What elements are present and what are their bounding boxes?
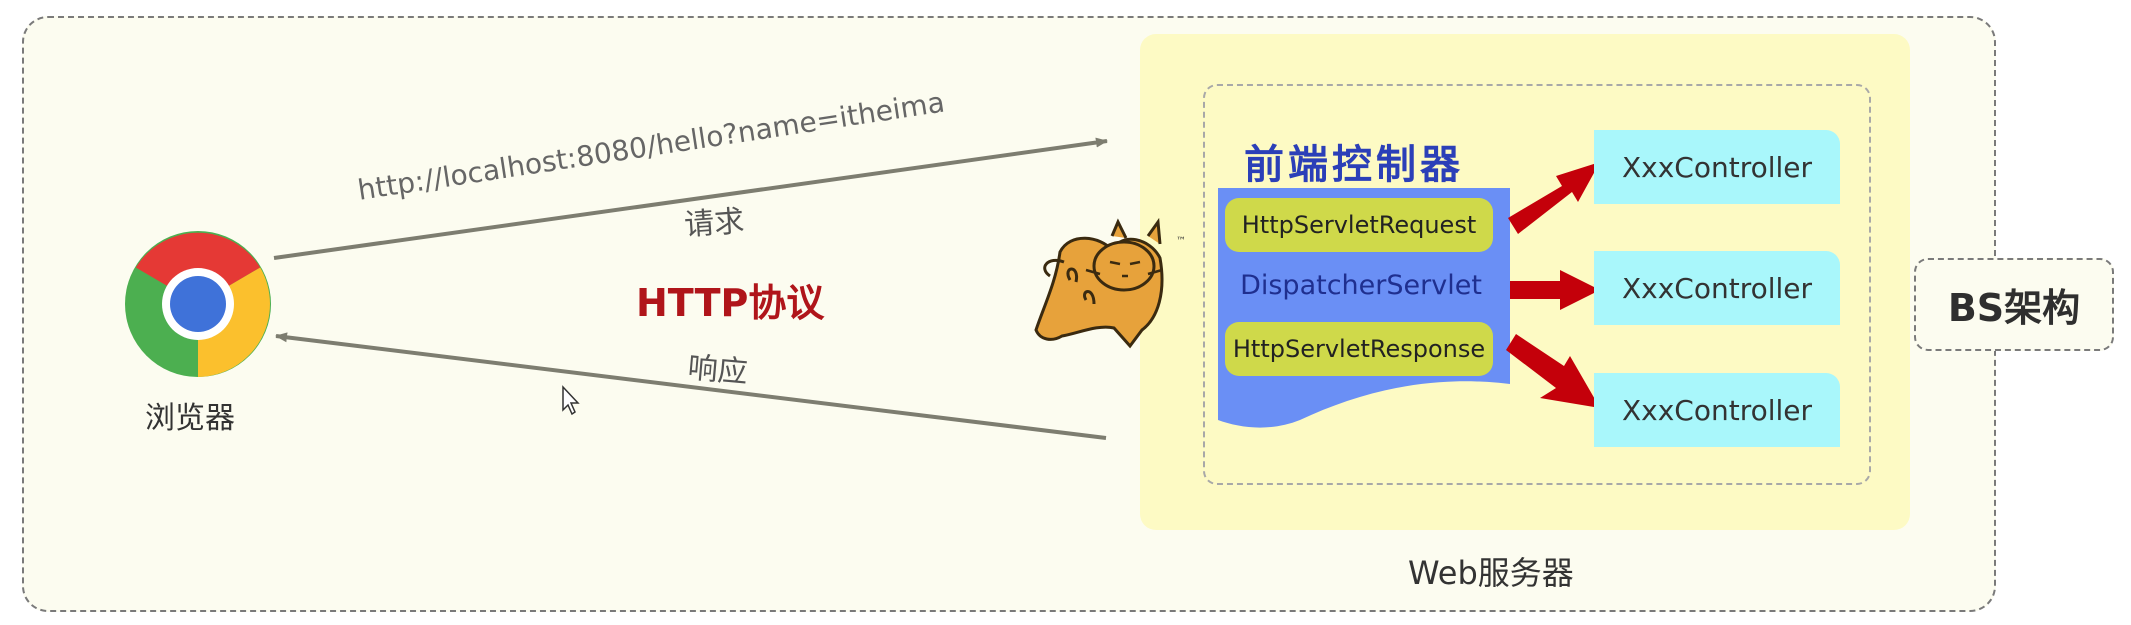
protocol-label: HTTP协议 — [636, 281, 825, 325]
dispatcher-servlet-label: DispatcherServlet — [1240, 270, 1482, 301]
controller-box-1: XxxController — [1594, 130, 1840, 204]
dispatch-arrow-3 — [1506, 334, 1600, 408]
front-controller-container — [1203, 84, 1871, 485]
request-arrow — [273, 137, 1108, 260]
front-controller-title: 前端控制器 — [1244, 141, 1464, 188]
tomcat-icon: ™ — [1034, 217, 1186, 349]
web-server-label: Web服务器 — [1408, 554, 1574, 592]
bs-architecture-label: BS架构 — [1914, 258, 2114, 351]
dispatch-arrow-2 — [1510, 270, 1600, 310]
response-label: 响应 — [686, 350, 750, 391]
controller-box-2: XxxController — [1594, 251, 1840, 325]
browser-label: 浏览器 — [145, 401, 235, 436]
dispatch-arrow-1 — [1508, 162, 1600, 234]
request-label: 请求 — [683, 203, 746, 244]
http-servlet-request-box: HttpServletRequest — [1225, 198, 1493, 252]
mouse-cursor-icon — [562, 385, 580, 416]
controller-box-3: XxxController — [1594, 373, 1840, 447]
svg-text:™: ™ — [1176, 236, 1186, 247]
response-arrow — [275, 332, 1107, 440]
chrome-icon — [125, 231, 271, 377]
http-servlet-response-box: HttpServletResponse — [1225, 322, 1493, 376]
